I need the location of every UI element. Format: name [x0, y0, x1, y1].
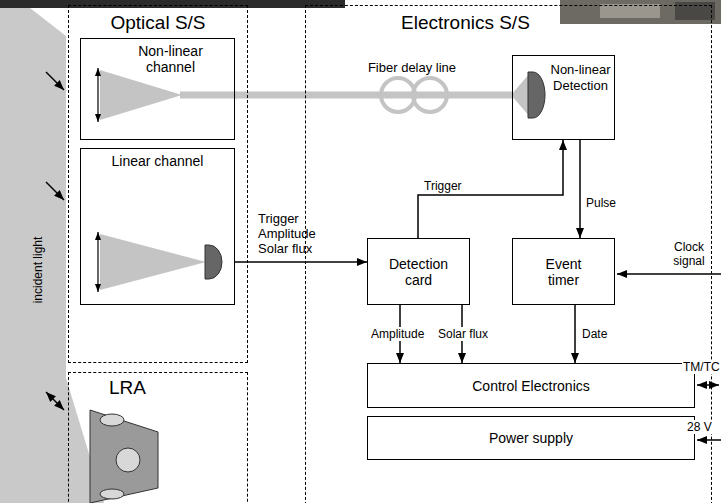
process-box: Control Electronics	[367, 363, 695, 408]
node-title: Detection card	[381, 256, 456, 288]
incident-ray	[46, 182, 64, 200]
retroreflector	[100, 489, 124, 499]
detector-box: Non-linear Detection	[512, 55, 615, 140]
connector	[574, 305, 576, 363]
connector	[418, 140, 563, 238]
subsystem-group: Electronics S/S Non-linear DetectionDetec…	[305, 5, 712, 503]
channel-box: Linear channel	[80, 148, 235, 305]
node-title: Electronics S/S	[401, 12, 711, 34]
signal-label: Trigger	[424, 179, 484, 193]
signal-label: Fiber delay line	[362, 60, 462, 75]
signal-label: Trigger Amplitude Solar flux	[258, 211, 338, 256]
lra-body	[90, 410, 158, 503]
light-cone	[100, 70, 182, 120]
incident-light-band	[0, 8, 66, 503]
retroreflector	[100, 414, 124, 426]
lens-symbol	[97, 232, 98, 292]
process-box: Event timer	[512, 238, 615, 305]
lens-symbol	[97, 68, 98, 122]
retro-ray	[46, 392, 64, 410]
signal-label: Pulse	[586, 196, 636, 210]
node-title: Non-linear Detection	[549, 62, 612, 94]
detector-symbol	[205, 245, 222, 279]
subsystem-group: Optical S/S Non-linear channelLinear chan…	[68, 5, 248, 363]
node-title: LRA	[109, 377, 247, 399]
node-title: Control Electronics	[472, 378, 590, 394]
photo-corner	[560, 0, 721, 24]
detector-symbol	[528, 72, 545, 118]
node-title: Optical S/S	[69, 12, 247, 34]
node-title: Power supply	[489, 430, 573, 446]
signal-label: Date	[582, 327, 632, 341]
light-cone	[100, 234, 206, 290]
signal-label: Clock signal	[668, 240, 710, 268]
incident-ray	[46, 72, 64, 90]
clock-arrow	[617, 273, 721, 275]
signal-label: Amplitude	[370, 327, 425, 341]
retroreflector	[116, 448, 140, 472]
connector	[235, 261, 367, 263]
channel-box: Non-linear channel	[80, 38, 235, 140]
process-box: Power supply	[367, 416, 695, 460]
power-arrow	[697, 439, 721, 441]
light-cone	[511, 73, 530, 117]
fiber	[180, 92, 237, 99]
connector	[235, 92, 512, 99]
signal-label: Solar flux	[437, 327, 489, 341]
node-title: Non-linear channel	[126, 43, 216, 75]
photo-detail	[600, 4, 660, 18]
process-box: Detection card	[367, 238, 470, 305]
photo-strip	[0, 0, 345, 8]
interface-label: 28 V	[686, 420, 713, 434]
connector	[579, 140, 581, 238]
subsystem-group: LRA	[68, 372, 248, 503]
node-title: Event timer	[534, 256, 594, 288]
light-label: incident light	[31, 237, 45, 304]
interface-label: TM/TC	[682, 360, 721, 374]
node-title: Linear channel	[85, 153, 230, 169]
tmtc-arrow	[697, 384, 719, 386]
